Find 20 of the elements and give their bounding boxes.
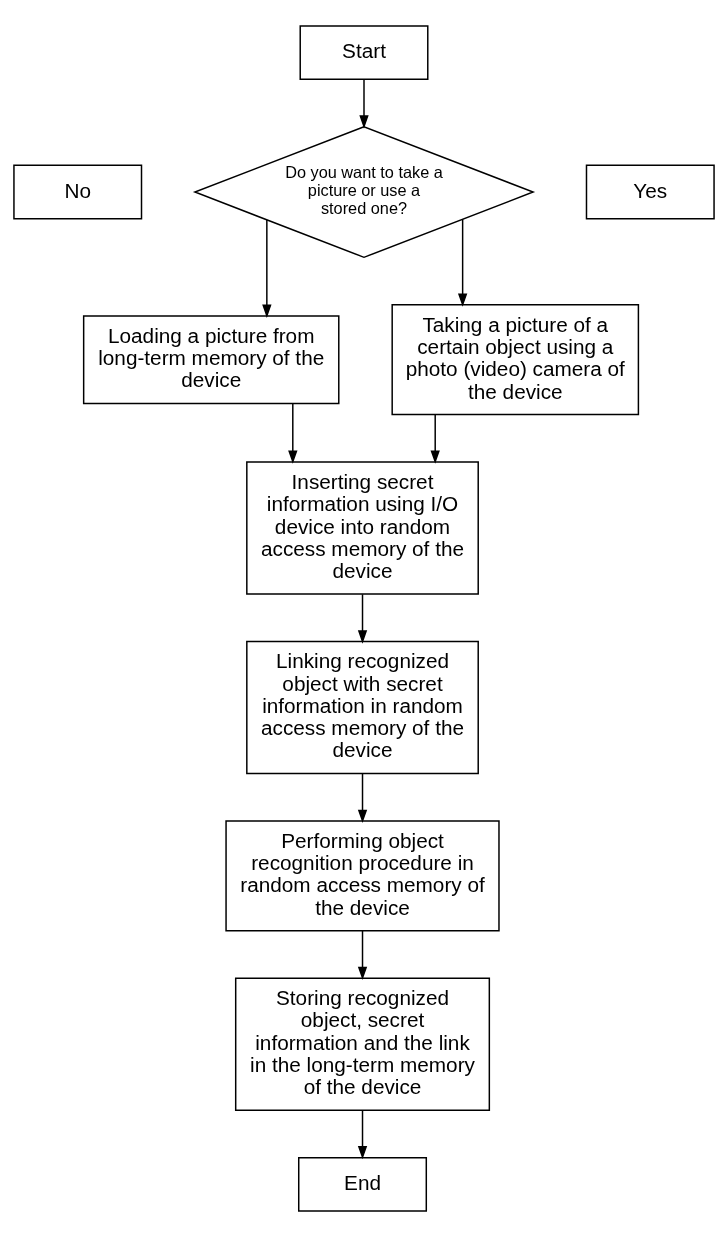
node-box: Taking a picture of a certain object using a photo (video) camera of the device	[391, 304, 640, 416]
arrow	[357, 1109, 368, 1160]
arrow	[288, 402, 298, 464]
node-box: Storing recognized object, secret information and the link in the long-term memory of the device	[234, 977, 491, 1111]
node-box: Yes	[585, 164, 715, 220]
arrow	[357, 930, 368, 981]
arrow	[357, 772, 368, 824]
node-box: Loading a picture from long-term memory of the device	[82, 315, 340, 405]
node-box: Inserting secret information using I/O device into random access memory of the device	[246, 461, 479, 595]
arrow	[357, 593, 368, 644]
node-box: Linking recognized object with secret information in random access memory of the device	[246, 640, 479, 775]
arrow	[457, 218, 468, 307]
node-box: End	[298, 1156, 428, 1212]
arrow	[430, 414, 440, 464]
arrow	[262, 219, 272, 318]
arrow	[359, 78, 369, 129]
node-diamond: Do you want to take a picture or use a stored one?	[192, 126, 536, 259]
node-box: Start	[299, 25, 429, 81]
node-box: Performing object recognition procedure in random access memory of the device	[225, 820, 500, 932]
node-box: No	[13, 164, 143, 220]
